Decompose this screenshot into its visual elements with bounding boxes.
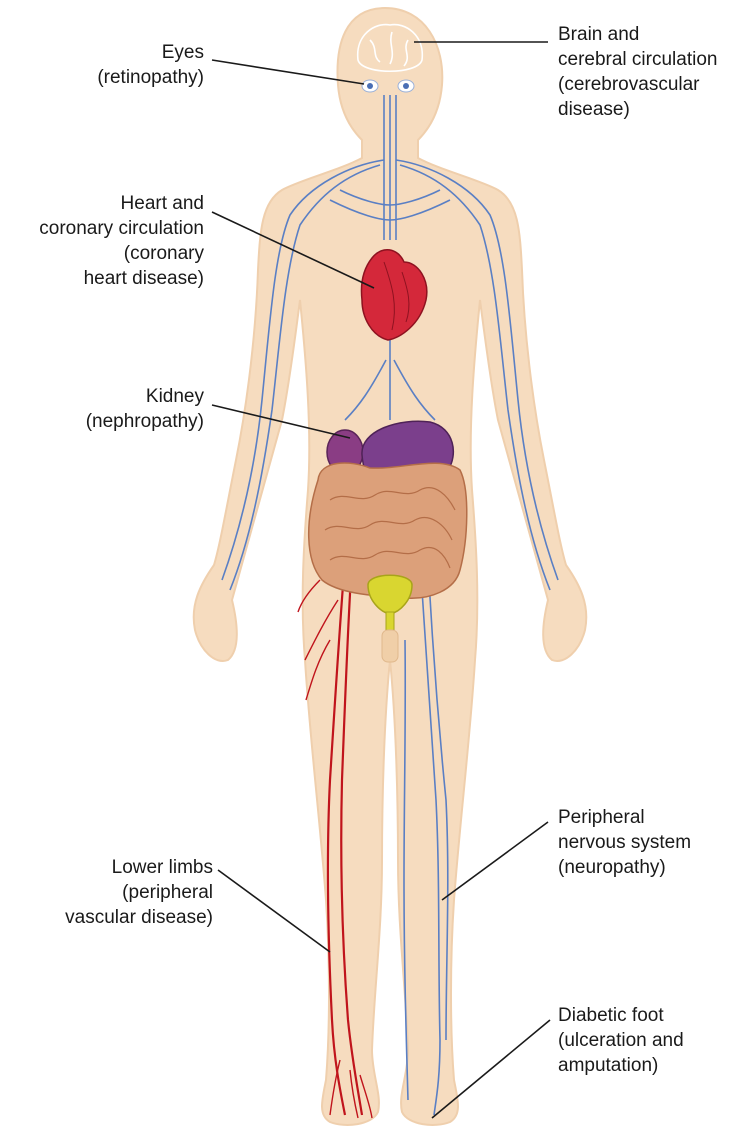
label-heart-line1: Heart and bbox=[39, 191, 204, 216]
label-eyes-line2: (retinopathy) bbox=[97, 65, 204, 90]
label-peripheral: Peripheral nervous system (neuropathy) bbox=[558, 805, 691, 880]
label-heart-line2: coronary circulation bbox=[39, 216, 204, 241]
label-eyes-line1: Eyes bbox=[97, 40, 204, 65]
label-heart-line3: (coronary bbox=[39, 241, 204, 266]
label-heart: Heart and coronary circulation (coronary… bbox=[39, 191, 204, 291]
label-lower-limbs-line2: (peripheral bbox=[65, 880, 213, 905]
label-brain-line3: (cerebrovascular bbox=[558, 72, 717, 97]
label-foot-line3: amputation) bbox=[558, 1053, 684, 1078]
label-brain: Brain and cerebral circulation (cerebrov… bbox=[558, 22, 717, 122]
label-foot-line2: (ulceration and bbox=[558, 1028, 684, 1053]
label-eyes: Eyes (retinopathy) bbox=[97, 40, 204, 90]
label-kidney-line1: Kidney bbox=[86, 384, 204, 409]
label-peripheral-line1: Peripheral bbox=[558, 805, 691, 830]
label-brain-line2: cerebral circulation bbox=[558, 47, 717, 72]
label-foot-line1: Diabetic foot bbox=[558, 1003, 684, 1028]
label-lower-limbs-line1: Lower limbs bbox=[65, 855, 213, 880]
label-peripheral-line2: nervous system bbox=[558, 830, 691, 855]
label-lower-limbs-line3: vascular disease) bbox=[65, 905, 213, 930]
label-foot: Diabetic foot (ulceration and amputation… bbox=[558, 1003, 684, 1078]
label-kidney: Kidney (nephropathy) bbox=[86, 384, 204, 434]
lower-limbs-leader-line bbox=[218, 870, 330, 952]
label-kidney-line2: (nephropathy) bbox=[86, 409, 204, 434]
label-peripheral-line3: (neuropathy) bbox=[558, 855, 691, 880]
label-lower-limbs: Lower limbs (peripheral vascular disease… bbox=[65, 855, 213, 930]
label-heart-line4: heart disease) bbox=[39, 266, 204, 291]
label-brain-line1: Brain and bbox=[558, 22, 717, 47]
label-brain-line4: disease) bbox=[558, 97, 717, 122]
